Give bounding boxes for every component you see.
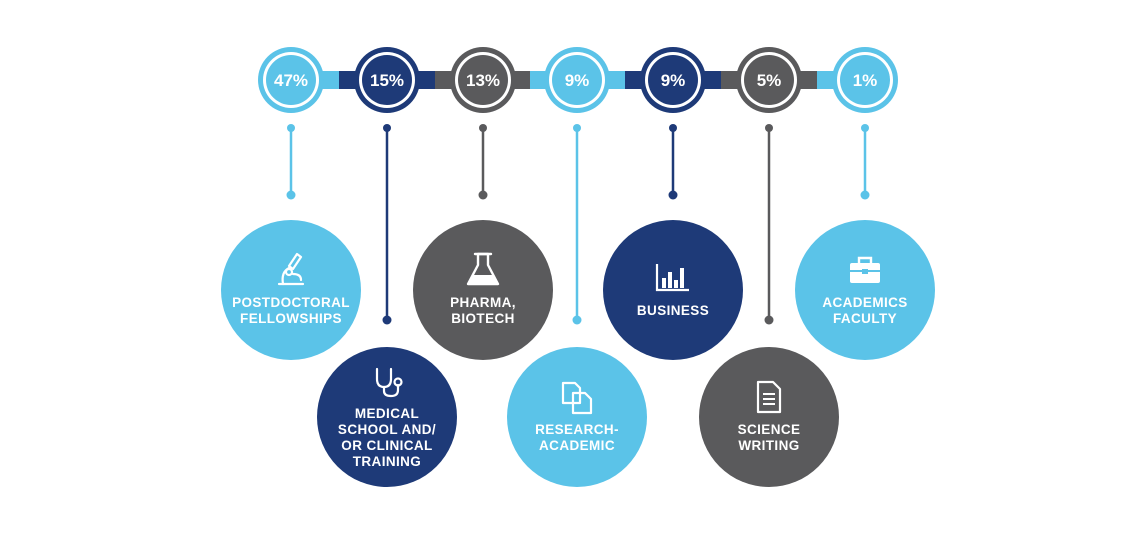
category-label-line: RESEARCH- <box>535 422 619 437</box>
connector-dot-top <box>861 124 869 132</box>
connector-dot-top <box>765 124 773 132</box>
category-circle <box>507 347 647 487</box>
briefcase-icon <box>850 256 880 283</box>
career-item: 9% RESEARCH-ACADEMIC <box>507 47 647 487</box>
category-label-line: SCHOOL AND/ <box>338 422 436 437</box>
bar-chart-icon <box>655 264 689 292</box>
connector-dot-top <box>573 124 581 132</box>
connector-dot <box>764 315 774 325</box>
percent-label: 9% <box>565 71 590 90</box>
connector-dot <box>478 190 488 200</box>
connector-dot-top <box>383 124 391 132</box>
career-item: 13% PHARMA,BIOTECH <box>413 47 553 360</box>
category-circle <box>317 347 457 487</box>
percent-ring-core <box>840 55 890 105</box>
percent-ring-core <box>458 55 508 105</box>
document-icon <box>756 380 782 414</box>
percent-label: 15% <box>370 71 404 90</box>
connector-dot-top <box>669 124 677 132</box>
category-label-line: PHARMA, <box>450 295 516 310</box>
percent-label: 1% <box>853 71 878 90</box>
category-circle <box>221 220 361 360</box>
percent-ring-core <box>362 55 412 105</box>
percent-label: 5% <box>757 71 782 90</box>
category-circle <box>699 347 839 487</box>
category-circle <box>413 220 553 360</box>
connector-dot <box>382 315 392 325</box>
connector-dot <box>572 315 582 325</box>
documents-icon <box>561 381 593 415</box>
category-circle <box>795 220 935 360</box>
percent-ring-core <box>648 55 698 105</box>
microscope-icon <box>277 252 305 286</box>
connector-dot-top <box>479 124 487 132</box>
category-label-line: OR CLINICAL <box>341 438 432 453</box>
connector-dot-top <box>287 124 295 132</box>
connector-dot <box>668 190 678 200</box>
category-label-line: ACADEMICS <box>822 295 907 310</box>
category-label-line: FELLOWSHIPS <box>240 311 342 326</box>
percent-label: 47% <box>274 71 308 90</box>
percent-label: 13% <box>466 71 500 90</box>
percent-ring-core <box>744 55 794 105</box>
category-label-line: WRITING <box>738 438 799 453</box>
category-label-line: ACADEMIC <box>539 438 615 453</box>
category-label-line: TRAINING <box>353 454 421 469</box>
career-item: 9% BUSINESS <box>603 47 743 360</box>
connector-dot <box>860 190 870 200</box>
flask-icon <box>466 252 500 286</box>
percent-ring-core <box>266 55 316 105</box>
stethoscope-icon <box>375 367 403 398</box>
category-label-line: SCIENCE <box>738 422 801 437</box>
category-label-line: BIOTECH <box>451 311 515 326</box>
connector-dot <box>286 190 296 200</box>
category-label-line: POSTDOCTORAL <box>232 295 350 310</box>
percent-label: 9% <box>661 71 686 90</box>
percent-ring-core <box>552 55 602 105</box>
category-label-line: BUSINESS <box>637 303 709 318</box>
category-label-line: MEDICAL <box>355 406 419 421</box>
category-label-line: FACULTY <box>833 311 897 326</box>
